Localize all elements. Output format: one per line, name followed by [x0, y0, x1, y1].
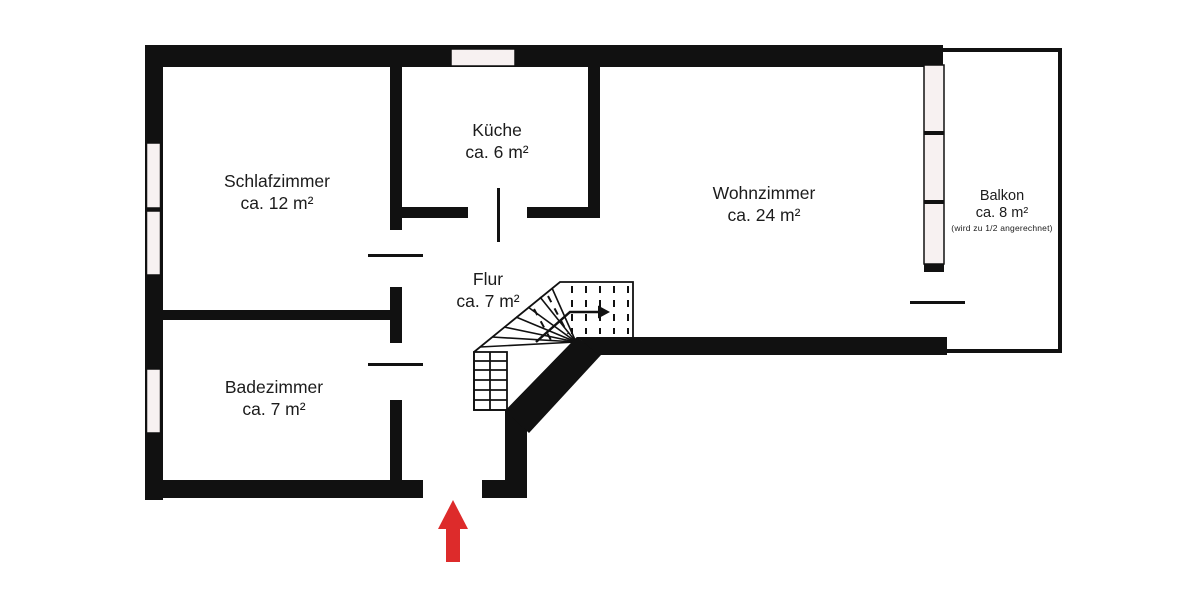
room-note: (wird zu 1/2 angerechnet) [951, 223, 1053, 233]
door-balkon [910, 301, 965, 304]
room-area: ca. 6 m² [465, 142, 529, 162]
stairs-direction-arrow-icon [598, 305, 610, 319]
wall-schlafzimmer-badezimmer [160, 310, 395, 320]
door-badezimmer [368, 363, 423, 366]
balkon-border [941, 48, 1062, 353]
room-name: Küche [472, 120, 522, 140]
stairs-winders [479, 287, 577, 348]
label-wohnzimmer: Wohnzimmer ca. 24 m² [713, 182, 816, 226]
wall-north [148, 45, 943, 67]
door-kueche [497, 188, 500, 242]
windows [145, 48, 945, 434]
window-balkon-divider-1 [924, 131, 944, 135]
room-area: ca. 7 m² [242, 399, 306, 419]
room-area: ca. 7 m² [456, 291, 520, 311]
wall-badezimmer-east-lower [390, 400, 402, 498]
window-schlafzimmer-west-2 [145, 210, 162, 276]
window-badezimmer-west [145, 368, 162, 434]
wall-schlafzimmer-east-stub [390, 287, 402, 343]
entrance-arrow-icon [438, 500, 468, 562]
room-name: Flur [472, 269, 504, 289]
balkon-border-right [1058, 48, 1062, 353]
window-kueche-north [450, 48, 516, 67]
window-schlafzimmer-west-1 [145, 142, 162, 209]
room-name: Badezimmer [224, 377, 324, 397]
stairs-upper-dashed [533, 286, 629, 343]
wall-diagonal [505, 337, 601, 433]
label-badezimmer: Badezimmer ca. 7 m² [225, 376, 323, 420]
label-flur: Flur ca. 7 m² [456, 268, 519, 312]
room-name: Balkon [979, 188, 1025, 204]
wall-south-bad [145, 480, 423, 498]
stairs-icon [473, 281, 634, 411]
balkon-border-top [941, 48, 1062, 52]
balkon-border-bottom [947, 349, 1062, 353]
room-area: ca. 12 m² [240, 193, 314, 213]
wall-kueche-south-left [400, 207, 468, 218]
walls [145, 45, 947, 500]
stairs-walkline [535, 310, 598, 343]
window-balkon-column [923, 64, 945, 265]
door-schlafzimmer [368, 254, 423, 257]
wall-balkon-window-cap [924, 264, 944, 272]
room-area: ca. 24 m² [727, 205, 801, 225]
window-balkon-divider-2 [924, 200, 944, 204]
wall-kueche-south-right [527, 207, 600, 218]
wall-hall-vertical [505, 411, 527, 498]
wall-schlafzimmer-east-upper [390, 67, 402, 230]
label-schlafzimmer: Schlafzimmer ca. 12 m² [224, 170, 330, 214]
wall-kueche-wohnzimmer [588, 67, 600, 218]
room-area: ca. 8 m² [975, 205, 1029, 221]
room-name: Wohnzimmer [712, 183, 816, 203]
label-kueche: Küche ca. 6 m² [465, 119, 528, 163]
door-lines [368, 188, 965, 366]
room-name: Schlafzimmer [224, 171, 330, 191]
wall-south-wohnzimmer [577, 337, 947, 355]
label-balkon: Balkon ca. 8 m² (wird zu 1/2 angerechnet… [951, 188, 1052, 235]
